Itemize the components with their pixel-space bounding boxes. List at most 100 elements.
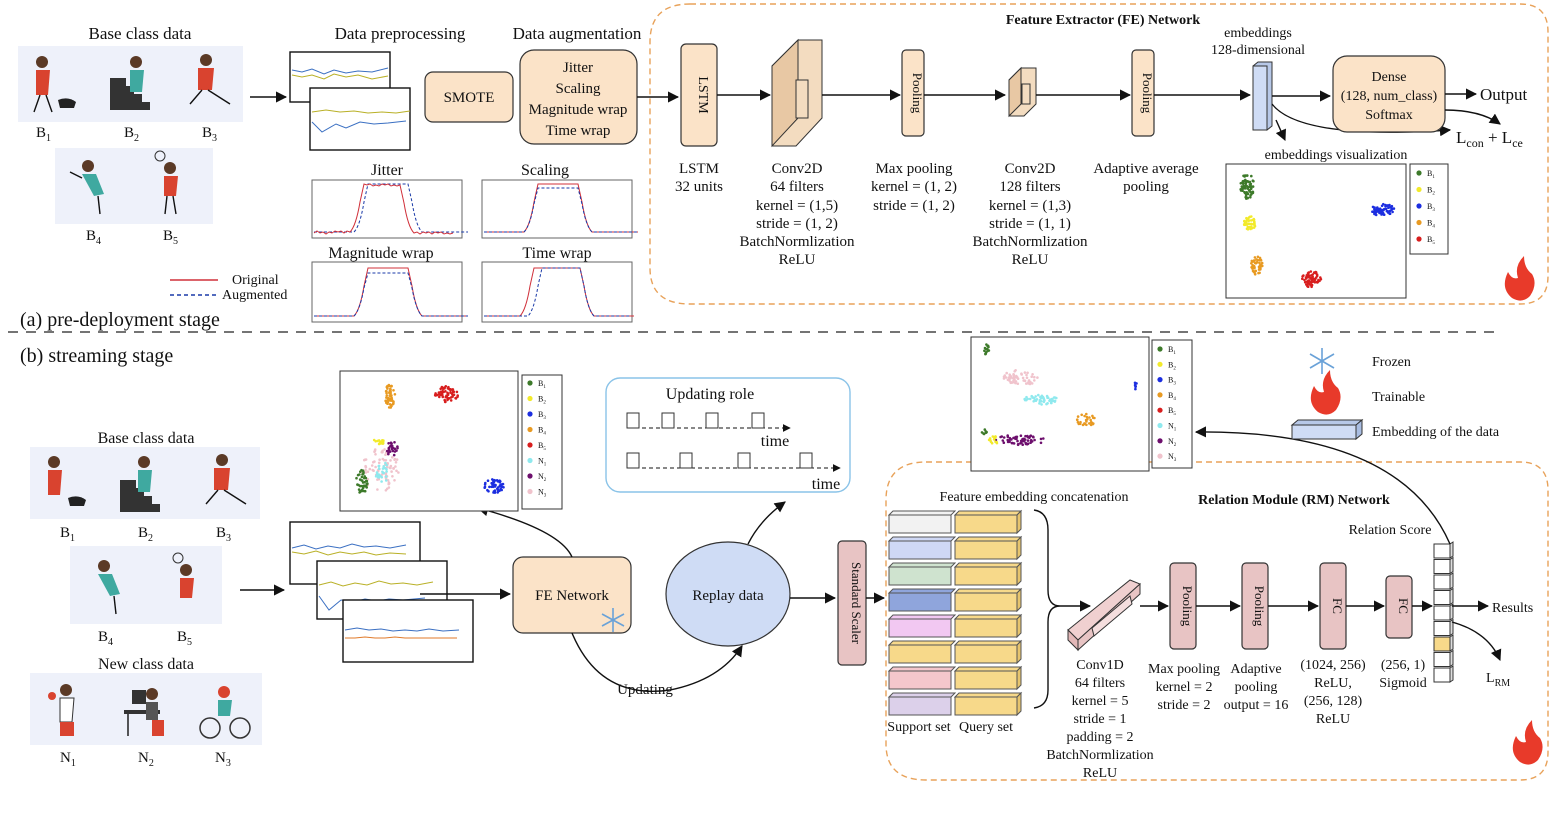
updating-label: Updating (617, 682, 673, 698)
b5-point (448, 397, 451, 400)
b4-point (1253, 270, 1256, 273)
n3-point (1008, 373, 1011, 377)
b3-point (1375, 209, 1378, 212)
b4-point (1088, 422, 1091, 425)
n1-point (380, 480, 383, 483)
base-class-figures-b (30, 447, 260, 624)
n3-point (1005, 371, 1008, 375)
output-label: Output (1480, 85, 1528, 104)
b5-point (437, 391, 441, 394)
conv1d-l6: BatchNormlization (1046, 748, 1153, 763)
query-embedding-box (954, 644, 1018, 664)
query-embedding-top (953, 536, 1023, 542)
rm-maxpool-label: Pooling (1180, 586, 1195, 627)
fe-network-region (649, 3, 1549, 305)
rm-scatter-legend (1151, 339, 1193, 469)
base-label-b3: B3 (202, 125, 217, 144)
arrow-fe-to-scatter (476, 505, 573, 558)
legend-embedding: Embedding of the data (1372, 425, 1500, 440)
legend-entry: B3 (538, 410, 546, 421)
trainable-icon-legend (1310, 370, 1341, 415)
plot-scaling (481, 179, 633, 239)
legend-swatch (527, 395, 533, 402)
n3-point (389, 464, 393, 468)
n1-point (1035, 398, 1039, 401)
b4-point (1076, 415, 1080, 418)
b5-point (1309, 281, 1313, 284)
rm-scatter (980, 343, 1138, 447)
b4-point (384, 399, 388, 403)
support-embedding-box (888, 592, 952, 612)
loss-rm-label: LRM (1486, 671, 1510, 689)
b2-point (1246, 228, 1250, 231)
b4-point (389, 403, 393, 407)
n3-point (1023, 379, 1027, 383)
n3-point (1028, 381, 1032, 385)
fe-network-label: FE Network (535, 588, 609, 604)
b4-point (1085, 415, 1089, 419)
b2-point (1249, 227, 1252, 231)
adaptive-l2: pooling (1123, 179, 1169, 195)
n3-point (393, 479, 396, 482)
b3-point (1378, 207, 1382, 210)
support-embedding-top (887, 614, 957, 620)
n3-point (391, 456, 394, 459)
b1-point (987, 345, 990, 349)
embedding-icon-legend (1290, 418, 1364, 441)
base-label-b2: B2 (124, 125, 139, 144)
conv2d1-l3: kernel = (1,5) (756, 198, 838, 214)
b3-point (486, 479, 490, 483)
b1-point (362, 470, 365, 474)
conv2d1-l4: stride = (1, 2) (756, 216, 838, 232)
n3-point (376, 488, 379, 491)
fe-title: Feature Extractor (FE) Network (1006, 13, 1200, 28)
lstm-desc-1: LSTM (679, 161, 719, 177)
b4-point (385, 390, 388, 393)
conv2d-2-block (1008, 66, 1037, 118)
n1-point (1040, 396, 1044, 399)
n1-point (1040, 403, 1043, 406)
b4-point (387, 406, 391, 409)
query-embedding-side (1016, 665, 1022, 691)
b4-point (386, 400, 390, 404)
person-run-icon (205, 454, 247, 505)
n3-point (395, 458, 399, 461)
n3-point (392, 467, 395, 470)
n3-point (1002, 377, 1006, 380)
relation-score-cell-side (1449, 541, 1454, 559)
base-label-b1: B1 (60, 525, 75, 544)
n3-point (374, 453, 377, 456)
b3-point (1382, 202, 1385, 206)
conv2d-1-block (771, 38, 823, 148)
query-embedding-side (1016, 691, 1022, 717)
conv1d-l3: kernel = 5 (1072, 694, 1129, 709)
aug-legend: Original Augmented (170, 273, 287, 303)
b4-point (1085, 423, 1088, 427)
conv1d-l4: stride = 1 (1074, 712, 1127, 727)
b3-point (1133, 381, 1137, 385)
b5-point (1309, 270, 1313, 273)
conv2d1-l6: ReLU (779, 252, 816, 268)
stage-label-a: (a) pre-deployment stage (20, 309, 220, 331)
legend-entry: N3 (538, 488, 547, 499)
b1-point (983, 346, 987, 350)
legend-original: Original (232, 273, 279, 288)
support-embedding-top (887, 692, 957, 698)
n3-point (1025, 373, 1028, 377)
support-embedding-box (888, 644, 952, 664)
stage-label-b: (b) streaming stage (20, 345, 173, 367)
n2-point (391, 446, 395, 450)
legend-swatch (1157, 438, 1163, 444)
b1-point (358, 473, 361, 476)
b4-point (1256, 255, 1260, 259)
legend-entry: B4 (538, 426, 546, 437)
n2-point (1026, 434, 1029, 438)
maxpool-l3: stride = (1, 2) (873, 198, 955, 214)
updating-role-title: Updating role (666, 386, 754, 403)
b3-point (492, 490, 496, 494)
dense-l1: Dense (1372, 70, 1407, 85)
n2-point (387, 447, 391, 450)
b4-point (1085, 412, 1088, 416)
b5-point (451, 395, 454, 398)
